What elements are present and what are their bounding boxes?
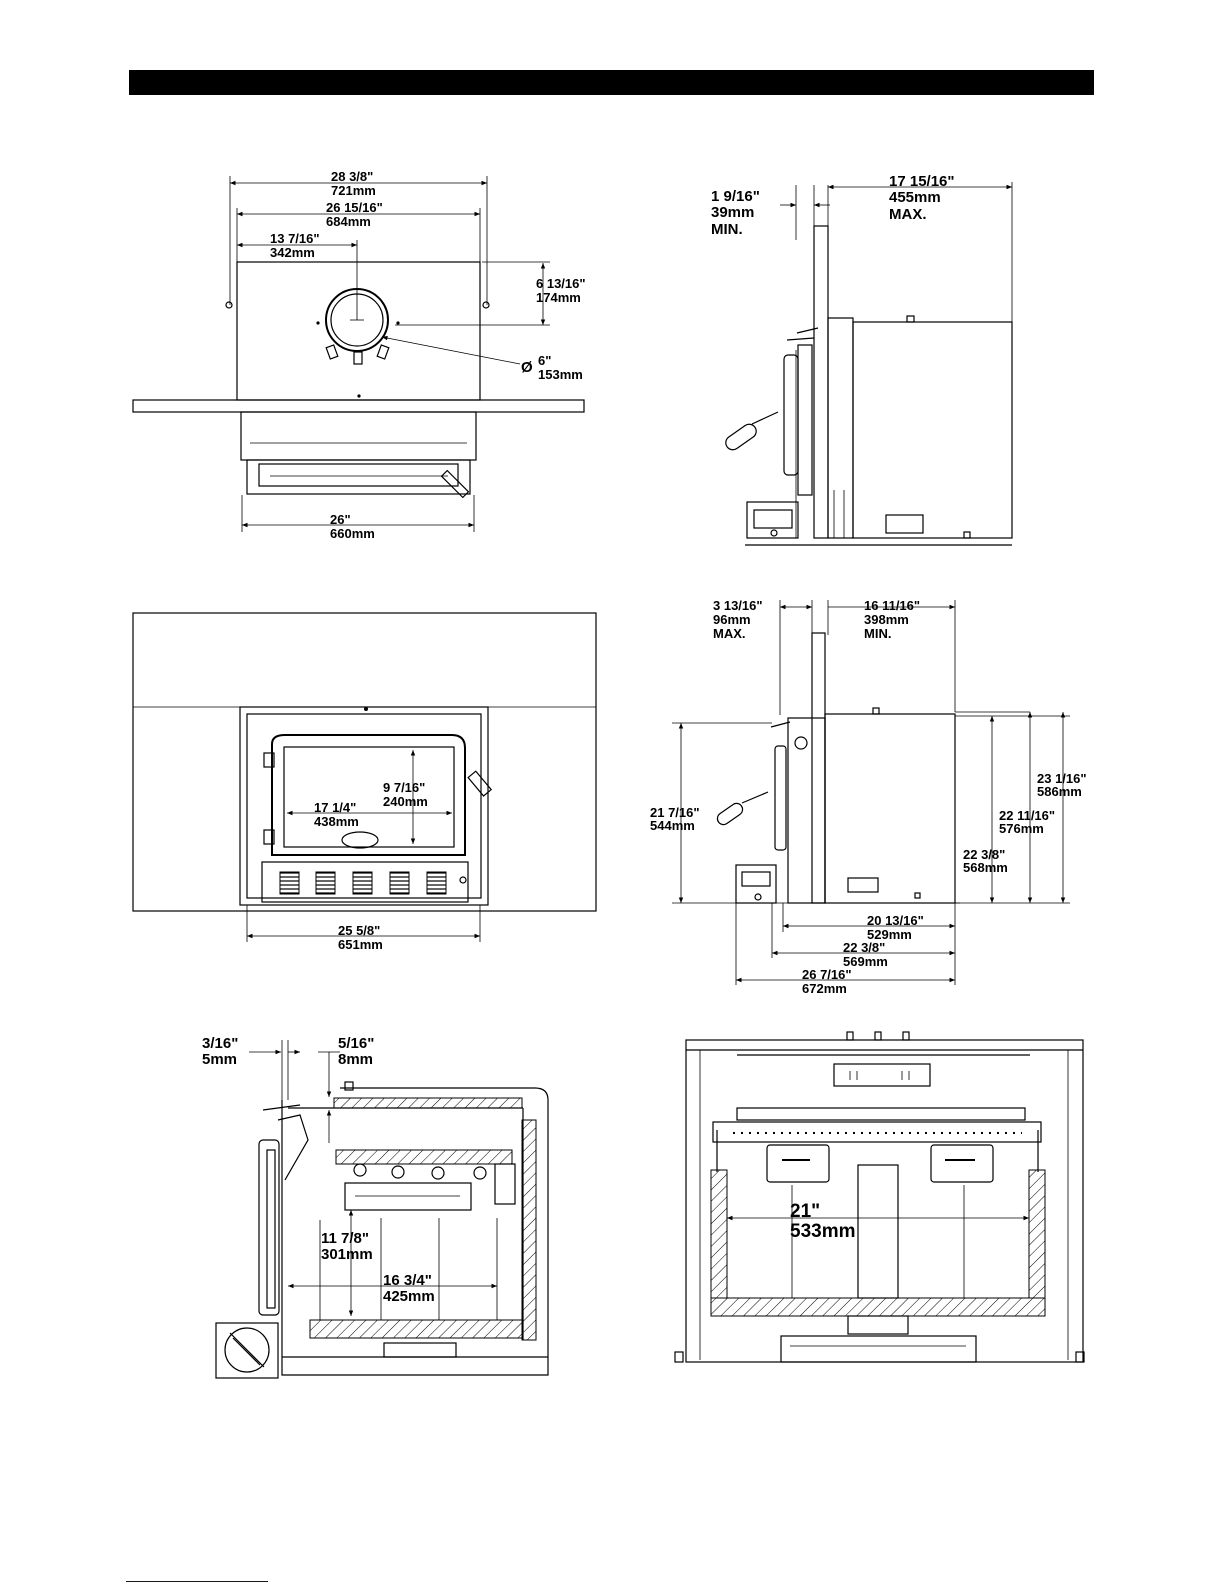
dim-min-gap: 1 9/16" bbox=[711, 188, 760, 205]
dim-glass-width-mm: 438mm bbox=[314, 814, 359, 829]
dim-gap-a: 3/16" bbox=[202, 1035, 238, 1052]
dim-height-box: 22 3/8" bbox=[963, 847, 1005, 862]
dim-rear-min-mm: 398mm bbox=[864, 612, 909, 627]
dim-flue-diameter: 6" bbox=[538, 353, 551, 368]
dim-gap-a-mm: 5mm bbox=[202, 1051, 237, 1068]
top-view-drawing bbox=[132, 176, 585, 532]
dim-front-max-mm: 96mm bbox=[713, 612, 751, 627]
front-view-labels: 9 7/16" 240mm 17 1/4" 438mm 25 5/8" 651m… bbox=[314, 780, 428, 952]
dim-depth-body-mm: 529mm bbox=[867, 927, 912, 942]
label-max: MAX. bbox=[889, 206, 927, 223]
dim-height-total-mm: 586mm bbox=[1037, 784, 1082, 799]
dim-height-total: 23 1/16" bbox=[1037, 771, 1087, 786]
front-view-drawing bbox=[132, 612, 597, 942]
dim-height-front-mm: 544mm bbox=[650, 818, 695, 833]
dim-firebox-height: 11 7/8" bbox=[321, 1230, 369, 1247]
dim-width-plate: 26 15/16" bbox=[326, 200, 383, 215]
side-view-mid-drawing bbox=[672, 600, 1070, 985]
dim-depth-total: 26 7/16" bbox=[802, 967, 852, 982]
dim-max-depth: 17 15/16" bbox=[889, 173, 955, 190]
dim-glass-height: 9 7/16" bbox=[383, 780, 425, 795]
dim-depth-mid: 22 3/8" bbox=[843, 940, 885, 955]
dim-rear-min: 16 11/16" bbox=[864, 598, 920, 613]
dim-width-total-mm: 721mm bbox=[331, 183, 376, 198]
dim-flue-offset-y-mm: 174mm bbox=[536, 290, 581, 305]
dim-firebox-depth-mm: 425mm bbox=[383, 1288, 435, 1305]
section-side-labels: 3/16" 5mm 5/16" 8mm 11 7/8" 301mm 16 3/4… bbox=[202, 1035, 435, 1305]
dim-gap-b-mm: 8mm bbox=[338, 1051, 373, 1068]
header-bar bbox=[129, 70, 1094, 95]
side-view-mid-labels: 3 13/16" 96mm MAX. 16 11/16" 398mm MIN. … bbox=[650, 598, 1087, 996]
dim-front-base-width: 25 5/8" bbox=[338, 923, 380, 938]
dim-front-base-width-mm: 651mm bbox=[338, 937, 383, 952]
dim-height-box-mm: 568mm bbox=[963, 860, 1008, 875]
section-front-labels: 21" 533mm bbox=[790, 1201, 856, 1242]
dim-glass-height-mm: 240mm bbox=[383, 794, 428, 809]
footer-rule bbox=[126, 1581, 268, 1582]
label-mid-max: MAX. bbox=[713, 626, 746, 641]
dim-width-total: 28 3/8" bbox=[331, 169, 373, 184]
dim-depth-mid-mm: 569mm bbox=[843, 954, 888, 969]
label-min: MIN. bbox=[711, 221, 743, 238]
dim-firebox-width-mm: 533mm bbox=[790, 1221, 856, 1242]
dim-firebox-depth: 16 3/4" bbox=[383, 1272, 432, 1289]
dim-glass-width: 17 1/4" bbox=[314, 800, 356, 815]
dim-height-body: 22 11/16" bbox=[999, 808, 1055, 823]
label-mid-min: MIN. bbox=[864, 626, 891, 641]
dim-height-body-mm: 576mm bbox=[999, 821, 1044, 836]
dim-base-width-mm: 660mm bbox=[330, 526, 375, 541]
dim-flue-diameter-mm: 153mm bbox=[538, 367, 583, 382]
dim-flue-offset-x: 13 7/16" bbox=[270, 231, 320, 246]
dim-flue-offset-y: 6 13/16" bbox=[536, 276, 586, 291]
dim-height-front: 21 7/16" bbox=[650, 805, 700, 820]
dim-base-width: 26" bbox=[330, 512, 351, 527]
dim-depth-body: 20 13/16" bbox=[867, 913, 924, 928]
dim-max-depth-mm: 455mm bbox=[889, 189, 941, 206]
dim-width-plate-mm: 684mm bbox=[326, 214, 371, 229]
dim-firebox-width: 21" bbox=[790, 1201, 820, 1222]
side-view-top-drawing bbox=[725, 182, 1013, 546]
dim-depth-total-mm: 672mm bbox=[802, 981, 847, 996]
section-front-drawing bbox=[674, 1031, 1085, 1363]
dim-front-max: 3 13/16" bbox=[713, 598, 763, 613]
section-side-drawing bbox=[215, 1040, 549, 1379]
dim-flue-offset-x-mm: 342mm bbox=[270, 245, 315, 260]
diameter-symbol: Ø bbox=[521, 359, 533, 376]
top-view-labels: 28 3/8" 721mm 26 15/16" 684mm 13 7/16" 3… bbox=[270, 169, 586, 541]
side-view-top-labels: 1 9/16" 39mm MIN. 17 15/16" 455mm MAX. bbox=[711, 173, 955, 238]
dim-min-gap-mm: 39mm bbox=[711, 204, 754, 221]
dim-gap-b: 5/16" bbox=[338, 1035, 374, 1052]
dim-firebox-height-mm: 301mm bbox=[321, 1246, 373, 1263]
